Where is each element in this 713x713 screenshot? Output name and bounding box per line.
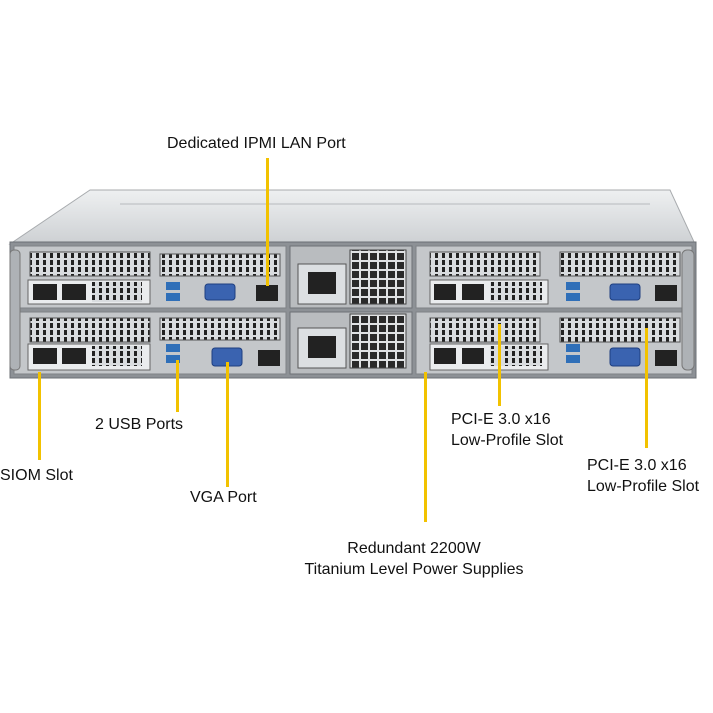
usb-ports-label: 2 USB Ports	[95, 416, 184, 433]
power-supply-bottom	[289, 311, 413, 375]
node-bottom-right	[415, 311, 693, 375]
callout-line-siom	[38, 372, 41, 460]
callout-line-psu	[424, 372, 427, 522]
ipmi-lan-port-label: Dedicated IPMI LAN Port	[167, 135, 346, 152]
power-supply-top	[289, 245, 413, 309]
callout-line-pcie-a	[498, 324, 501, 406]
vga-port-label: VGA Port	[190, 489, 257, 506]
pcie-slot-label-a: PCI-E 3.0 x16 Low-Profile Slot	[451, 409, 563, 451]
chassis-top	[8, 189, 696, 245]
node-bottom-left	[13, 311, 287, 375]
pcie-slot-label-a-line2: Low-Profile Slot	[451, 432, 564, 449]
callout-line-usb	[176, 360, 179, 412]
pcie-slot-label-a-line1: PCI-E 3.0 x16	[451, 411, 551, 428]
callout-line-vga	[226, 362, 229, 487]
node-top-left	[13, 245, 287, 309]
node-top-right	[415, 245, 693, 309]
siom-slot-label: SIOM Slot	[0, 467, 73, 484]
callout-line-pcie-b	[645, 328, 648, 448]
power-supplies-label-line2: Titanium Level Power Supplies	[304, 561, 524, 578]
power-supplies-label-line1: Redundant 2200W	[347, 540, 481, 557]
pcie-slot-label-b-line1: PCI-E 3.0 x16	[587, 457, 687, 474]
power-supplies-label: Redundant 2200W Titanium Level Power Sup…	[294, 538, 534, 580]
pcie-slot-label-b: PCI-E 3.0 x16 Low-Profile Slot	[587, 455, 699, 497]
callout-line-ipmi	[266, 158, 269, 286]
pcie-slot-label-b-line2: Low-Profile Slot	[587, 478, 700, 495]
